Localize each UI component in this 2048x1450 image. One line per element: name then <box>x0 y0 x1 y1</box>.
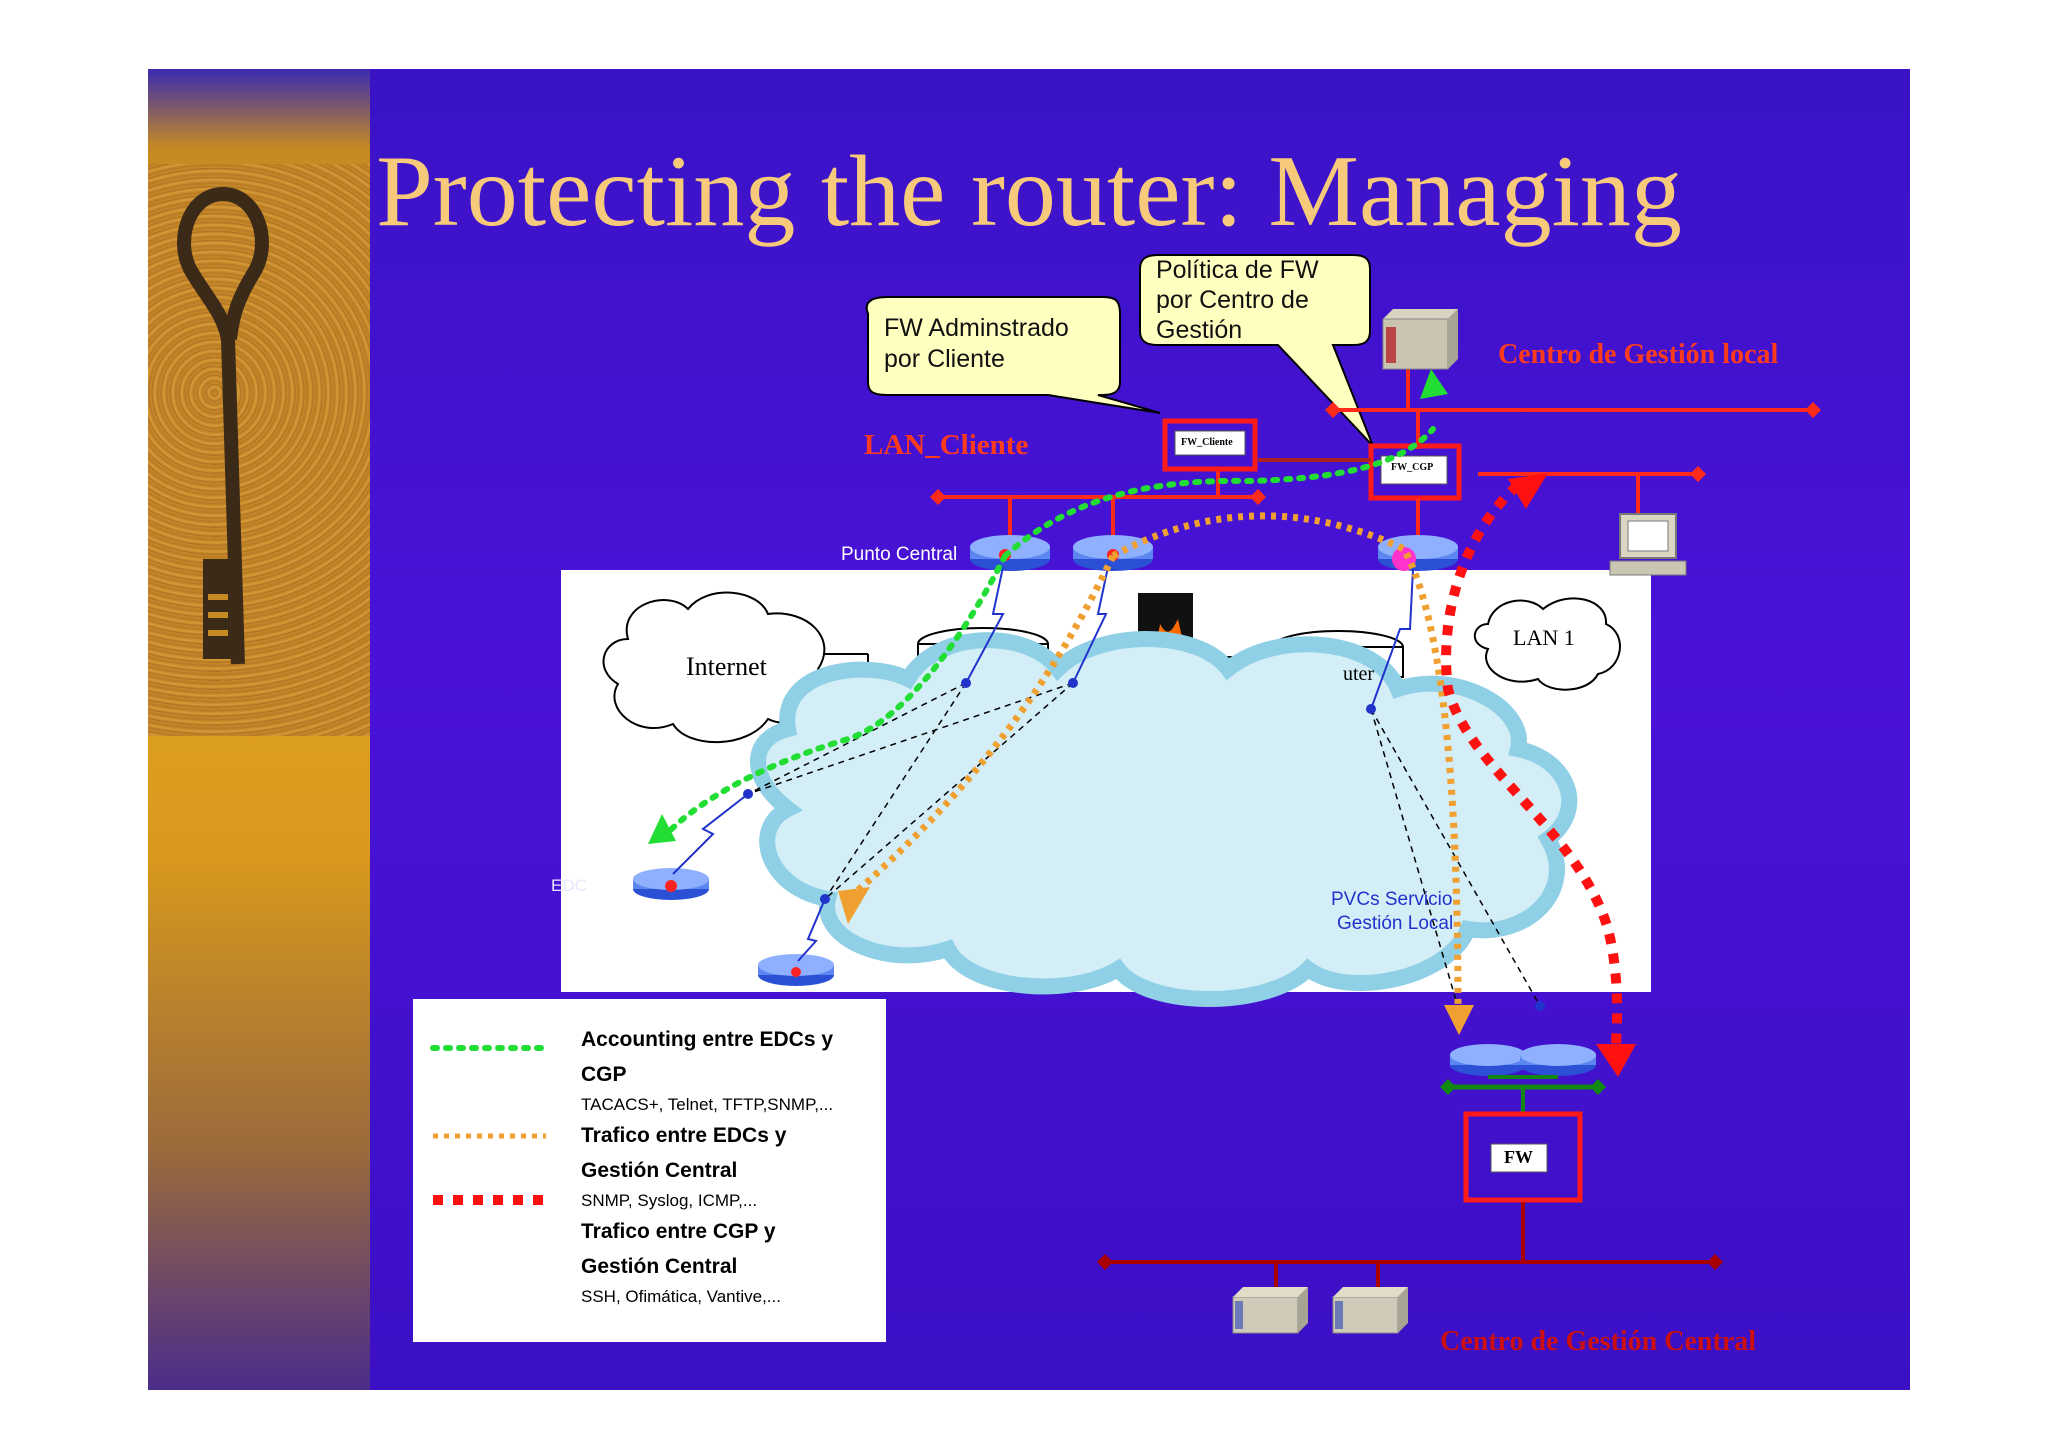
slide-title: Protecting the router: Managing <box>376 135 1682 248</box>
legend-item2-title-line2: Gestión Central <box>581 1159 738 1182</box>
callout-politica <box>1139 254 1374 447</box>
green-flow-2 <box>1002 426 1436 559</box>
callout-fw-admin-line2: por Cliente <box>884 345 1005 373</box>
callout-fw-admin <box>865 296 1161 414</box>
router-punto-central-1-icon <box>970 535 1050 571</box>
legend: Accounting entre EDCs y CGP TACACS+, Tel… <box>581 1022 881 1310</box>
callout-politica-line3: Gestión <box>1156 316 1243 344</box>
legend-item1-title-line2: CGP <box>581 1063 627 1086</box>
legend-item2-detail: SNMP, Syslog, ICMP,... <box>581 1191 758 1210</box>
orange-flow-2 <box>1111 512 1462 1010</box>
key-photo <box>148 164 370 736</box>
server-central-icons <box>1232 1287 1408 1334</box>
legend-item3-title-line1: Trafico entre CGP y <box>581 1220 776 1243</box>
fw-cgp-label: FW_CGP <box>1391 462 1434 473</box>
fw-central-label: FW <box>1504 1147 1533 1167</box>
callout-politica-line2: por Centro de <box>1156 286 1309 314</box>
edc-label: EDC <box>551 876 587 895</box>
wan-cloud <box>750 631 1578 1007</box>
legend-item1-title-line1: Accounting entre EDCs y <box>581 1028 834 1051</box>
slide: Protecting the router: Managing <box>148 69 1910 1390</box>
green-flow-1 <box>659 553 1008 842</box>
key-icon <box>177 187 269 665</box>
lan-cliente-label: LAN_Cliente <box>864 429 1029 461</box>
callout-fw-admin-line1: FW Adminstrado <box>884 314 1069 342</box>
pvcs-label-line1: PVCs Servicio <box>1331 889 1453 910</box>
legend-item2-title-line1: Trafico entre EDCs y <box>581 1124 787 1147</box>
router-central-icons <box>1450 1044 1596 1076</box>
router-label: uter <box>1343 663 1375 685</box>
lan1-cloud <box>1473 597 1621 691</box>
legend-panel <box>413 999 886 1342</box>
internet-label: Internet <box>686 652 767 681</box>
centro-central-label: Centro de Gestión Central <box>1440 1326 1756 1357</box>
callout-fw-admin-text: FW Adminstrado por Cliente <box>884 313 1069 375</box>
fw-cliente-label: FW_Cliente <box>1181 437 1233 448</box>
fw-cliente-frame <box>1162 418 1258 472</box>
legend-item3-detail: SSH, Ofimática, Vantive,... <box>581 1287 781 1306</box>
legend-item1-detail: TACACS+, Telnet, TFTP,SNMP,... <box>581 1095 834 1114</box>
pvcs-label-line2: Gestión Local <box>1337 913 1454 934</box>
legend-item3-title-line2: Gestión Central <box>581 1255 738 1278</box>
callout-politica-text: Política de FW por Centro de Gestión <box>1156 255 1319 345</box>
lan1-label: LAN 1 <box>1513 625 1575 650</box>
server-local-icon <box>1383 309 1458 319</box>
callout-politica-line1: Política de FW <box>1156 256 1319 284</box>
network-diagram <box>413 254 1821 1342</box>
punto-central-label: Punto Central <box>841 544 958 565</box>
fw-central-frame <box>1463 1111 1583 1203</box>
centro-local-label: Centro de Gestión local <box>1498 339 1779 370</box>
